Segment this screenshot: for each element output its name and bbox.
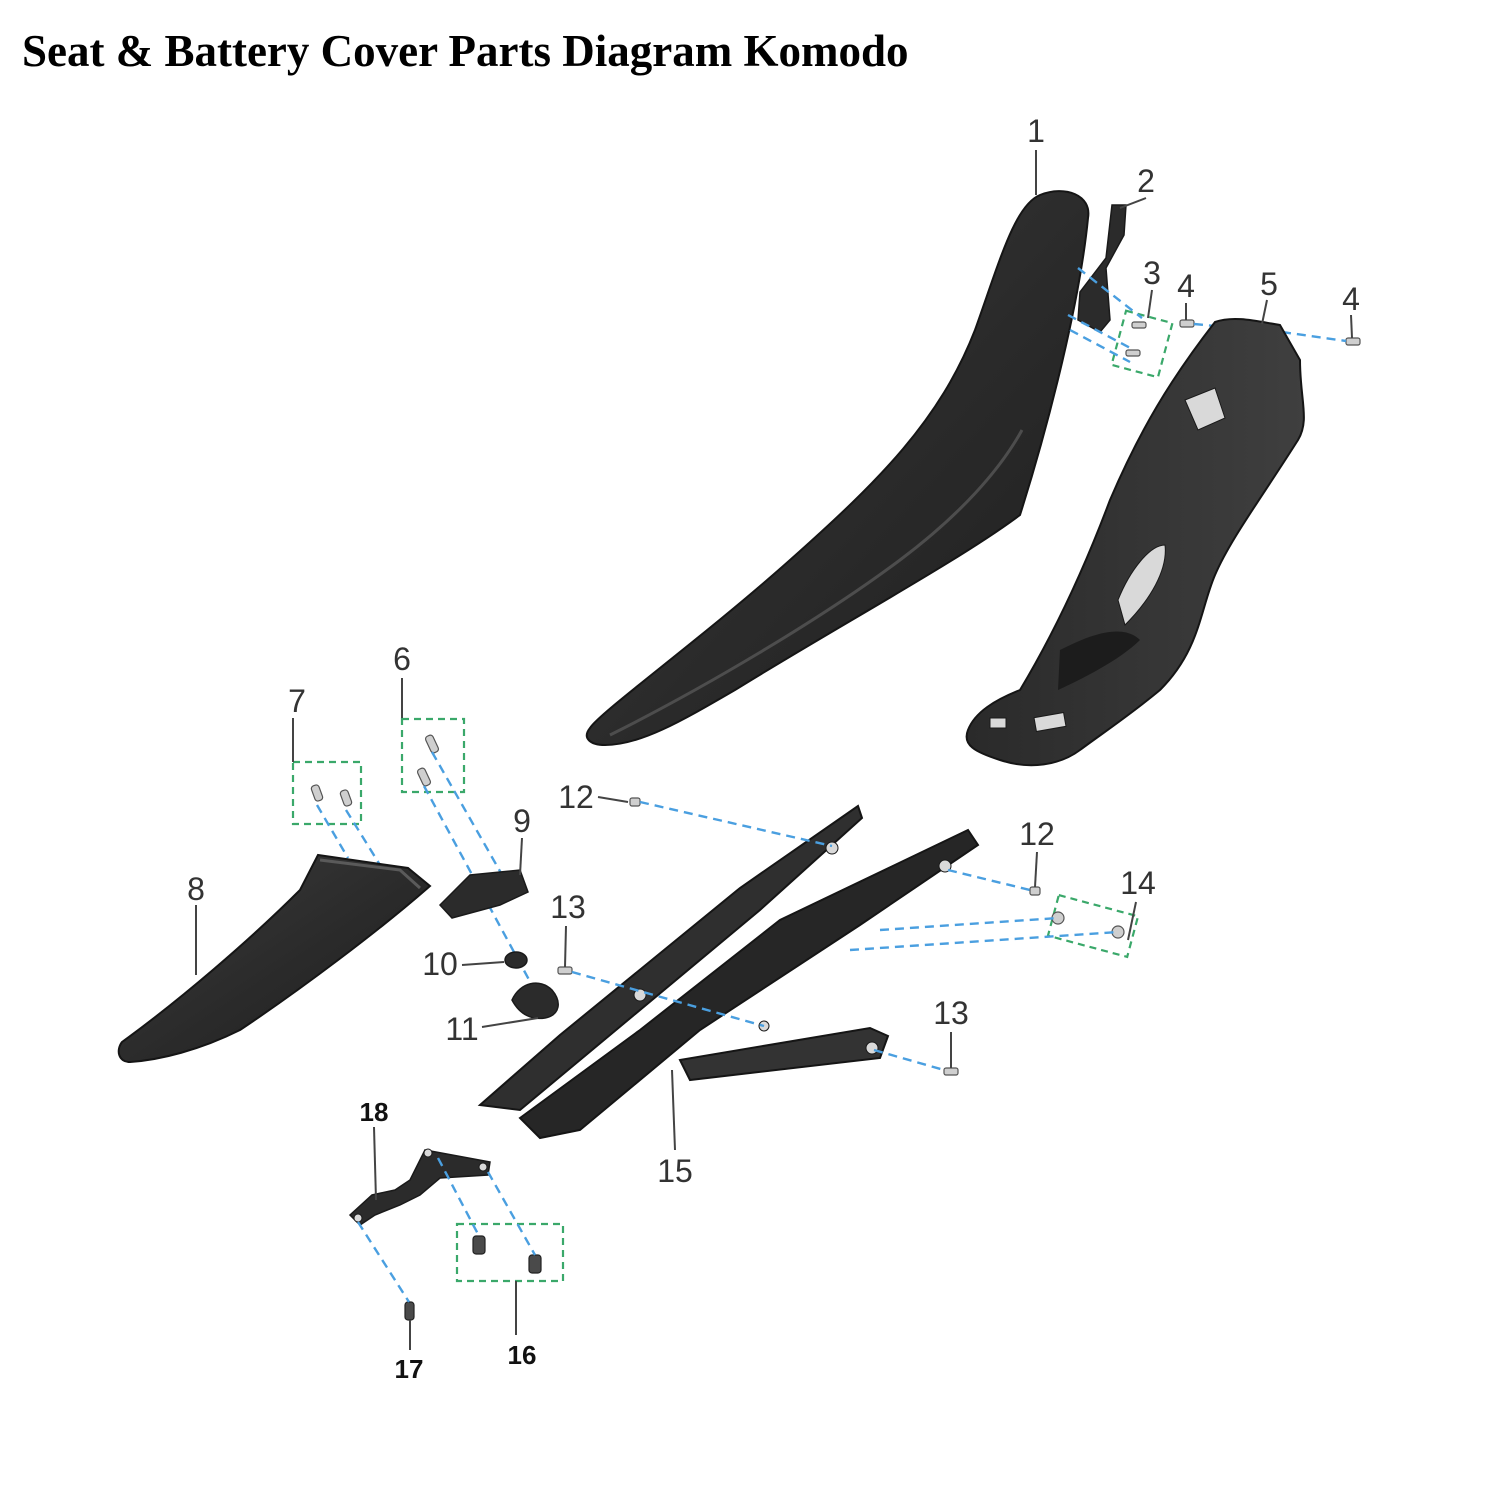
seat-highlight xyxy=(609,429,1024,737)
bracket-hole xyxy=(423,1148,433,1158)
assembly-line xyxy=(315,804,350,859)
callout-leader xyxy=(1119,197,1147,209)
latch-plate-part xyxy=(438,869,529,919)
battery-cover-inner xyxy=(1058,631,1140,690)
callout-5: 5 xyxy=(1260,266,1278,302)
callout-leader xyxy=(564,925,567,968)
battery-cover-cutout xyxy=(1033,711,1067,733)
rail-hole xyxy=(825,841,839,855)
group-7-screws xyxy=(291,760,363,826)
tail-cover-edge xyxy=(319,858,422,890)
callout-15: 15 xyxy=(657,1153,693,1189)
callout-leader xyxy=(461,961,505,966)
callout-11: 11 xyxy=(445,1011,478,1047)
grommet-part xyxy=(504,951,528,969)
group-16-bolts xyxy=(455,1222,565,1283)
bracket-hole xyxy=(353,1213,363,1223)
bolt-4-left xyxy=(1179,319,1195,328)
callout-7: 7 xyxy=(288,683,306,719)
group-3-screws xyxy=(1110,309,1174,379)
callout-4-right: 4 xyxy=(1342,281,1360,317)
assembly-line xyxy=(1077,267,1143,319)
assembly-line xyxy=(344,809,382,866)
callout-leader xyxy=(481,1017,539,1028)
diagram-title: Seat & Battery Cover Parts Diagram Komod… xyxy=(22,26,909,76)
callout-leader xyxy=(519,837,523,876)
callout-1: 1 xyxy=(1027,113,1045,149)
rail-hole xyxy=(865,1041,879,1055)
callout-18: 18 xyxy=(360,1097,389,1127)
bolt-4-right xyxy=(1345,337,1361,346)
bracket-hole xyxy=(478,1162,488,1172)
assembly-line xyxy=(1069,328,1131,364)
callout-9: 9 xyxy=(513,803,531,839)
rail-hole xyxy=(938,859,952,873)
assembly-line xyxy=(849,930,1119,952)
tail-cover-part xyxy=(117,853,432,1064)
battery-cover-cutout xyxy=(989,717,1007,729)
battery-cover-slot xyxy=(1117,544,1166,626)
seat-latch-hook-part xyxy=(511,982,559,1020)
callout-leader xyxy=(1350,314,1353,339)
callout-leader xyxy=(671,1069,676,1151)
group-14-bolts xyxy=(1046,893,1140,959)
rail-hole xyxy=(633,988,647,1002)
callout-leader xyxy=(1261,299,1268,325)
assembly-line xyxy=(356,1221,411,1303)
assembly-line xyxy=(873,1048,945,1072)
callout-2: 2 xyxy=(1137,163,1155,199)
callout-leader xyxy=(1034,851,1038,888)
seat-part xyxy=(585,190,1090,747)
callout-4-left: 4 xyxy=(1177,268,1195,304)
callout-13-right: 13 xyxy=(933,995,969,1031)
assembly-line xyxy=(1067,313,1135,352)
nut-12-left xyxy=(629,797,641,807)
callout-17: 17 xyxy=(395,1354,424,1384)
callout-13-left: 13 xyxy=(550,889,586,925)
assembly-line xyxy=(486,1171,537,1256)
callout-leader xyxy=(1127,901,1137,941)
callout-10: 10 xyxy=(422,946,458,982)
callout-8: 8 xyxy=(187,871,205,907)
assembly-line xyxy=(430,751,507,881)
mounting-bracket-part xyxy=(348,1149,491,1226)
nut-12-right xyxy=(1029,886,1041,896)
callout-14: 14 xyxy=(1120,865,1156,901)
callout-6: 6 xyxy=(393,641,411,677)
callout-leader xyxy=(1147,289,1153,319)
screw-17-part xyxy=(404,1301,415,1321)
group-6-screws xyxy=(400,717,466,794)
assembly-line xyxy=(1281,330,1347,343)
callout-leader xyxy=(597,796,629,803)
assembly-line xyxy=(639,800,833,848)
battery-cover-opening xyxy=(1184,387,1226,431)
seat-rail-strut xyxy=(678,1026,890,1082)
callout-16: 16 xyxy=(508,1340,537,1370)
callout-3: 3 xyxy=(1143,255,1161,291)
battery-cover-part xyxy=(965,318,1305,767)
assembly-line xyxy=(947,868,1031,892)
bolt-13-right xyxy=(943,1067,959,1076)
callout-leader xyxy=(373,1126,377,1201)
assembly-line xyxy=(879,916,1059,932)
callout-12-left: 12 xyxy=(558,779,594,815)
callout-12-right: 12 xyxy=(1019,816,1055,852)
seat-bracket-part xyxy=(1077,204,1127,333)
bolt-13-left xyxy=(557,966,573,975)
seat-rail-main xyxy=(518,828,980,1140)
assembly-line xyxy=(571,970,765,1028)
